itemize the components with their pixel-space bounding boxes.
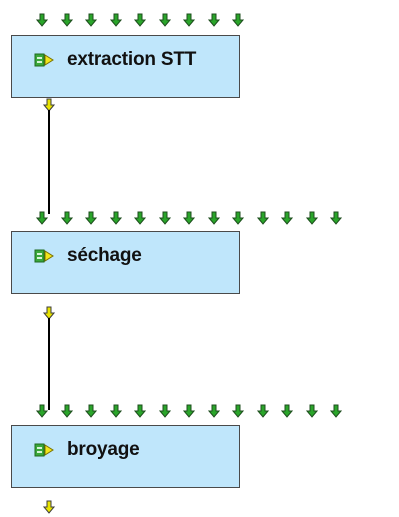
node-extraction-stt[interactable]: extraction STT (11, 35, 240, 98)
input-port-icon[interactable] (256, 404, 269, 418)
process-block-icon (34, 249, 54, 263)
input-port-icon[interactable] (134, 404, 146, 418)
input-port-icon[interactable] (85, 13, 97, 27)
input-port-icon[interactable] (60, 404, 73, 418)
node-broyage[interactable]: broyage (11, 425, 240, 488)
input-port-icon[interactable] (256, 211, 269, 225)
output-port-icon[interactable] (43, 306, 55, 320)
input-port-icon[interactable] (60, 211, 73, 225)
input-port-icon[interactable] (281, 404, 293, 418)
input-port-icon[interactable] (85, 211, 97, 225)
input-ports-broyage (36, 404, 399, 418)
node-label: extraction STT (67, 49, 197, 70)
input-port-icon[interactable] (109, 13, 122, 27)
input-port-icon[interactable] (207, 13, 220, 27)
input-port-icon[interactable] (207, 211, 220, 225)
input-port-icon[interactable] (183, 211, 195, 225)
output-port-icon[interactable] (43, 500, 55, 514)
node-sechage[interactable]: séchage (11, 231, 240, 294)
input-port-icon[interactable] (207, 404, 220, 418)
input-port-icon[interactable] (158, 404, 171, 418)
connector-line[interactable] (48, 110, 50, 214)
input-port-icon[interactable] (232, 404, 244, 418)
input-port-icon[interactable] (183, 13, 195, 27)
input-ports-sechage (36, 211, 399, 225)
process-block-icon (34, 53, 54, 67)
process-block-icon (34, 443, 54, 457)
input-port-icon[interactable] (232, 13, 244, 27)
input-port-icon[interactable] (134, 13, 146, 27)
input-port-icon[interactable] (60, 13, 73, 27)
input-port-icon[interactable] (305, 211, 318, 225)
input-port-icon[interactable] (109, 404, 122, 418)
connector-line[interactable] (48, 318, 50, 410)
node-label: séchage (67, 245, 142, 266)
input-port-icon[interactable] (330, 404, 342, 418)
node-label: broyage (67, 439, 140, 460)
input-port-icon[interactable] (232, 211, 244, 225)
input-port-icon[interactable] (36, 211, 48, 225)
input-port-icon[interactable] (183, 404, 195, 418)
input-port-icon[interactable] (36, 404, 48, 418)
input-port-icon[interactable] (36, 13, 48, 27)
input-port-icon[interactable] (158, 13, 171, 27)
output-port-icon[interactable] (43, 98, 55, 112)
input-port-icon[interactable] (158, 211, 171, 225)
input-port-icon[interactable] (281, 211, 293, 225)
input-ports-extraction (36, 13, 336, 27)
input-port-icon[interactable] (109, 211, 122, 225)
input-port-icon[interactable] (85, 404, 97, 418)
input-port-icon[interactable] (134, 211, 146, 225)
input-port-icon[interactable] (305, 404, 318, 418)
input-port-icon[interactable] (330, 211, 342, 225)
